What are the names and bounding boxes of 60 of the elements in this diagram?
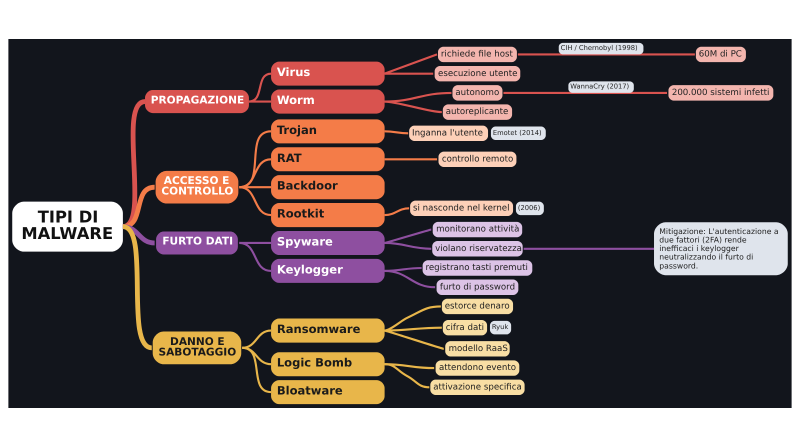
connector xyxy=(122,184,156,229)
node-box: attendono evento xyxy=(436,360,520,376)
connector xyxy=(384,158,438,160)
connector xyxy=(384,100,442,114)
connector xyxy=(122,224,155,246)
node-box: violano riservatezza xyxy=(432,241,523,256)
connector xyxy=(384,305,441,332)
connector xyxy=(242,346,272,394)
connector xyxy=(384,130,408,134)
node-box: 60M di PC xyxy=(696,46,746,62)
node-box: Worm xyxy=(271,90,385,114)
connector xyxy=(239,186,272,216)
connector xyxy=(384,207,410,216)
node-box: controllo remoto xyxy=(438,152,516,167)
node-box: 200.000 sistemi infetti xyxy=(668,85,774,101)
node-box: Virus xyxy=(271,62,385,86)
node-box: Rootkit xyxy=(271,203,385,228)
connector xyxy=(239,158,272,188)
connector xyxy=(384,228,432,244)
node-box: furto di password xyxy=(436,280,518,295)
node-box: Trojan xyxy=(271,119,385,144)
connector xyxy=(503,92,667,94)
connector xyxy=(248,72,272,103)
node-box: Ransomware xyxy=(271,318,385,343)
node-box: attivazione specifica xyxy=(430,380,525,395)
connector xyxy=(242,330,272,349)
connector xyxy=(518,53,695,56)
connector xyxy=(384,330,444,350)
node-box: PROPAGAZIONE xyxy=(145,90,249,114)
node-box: autonomo xyxy=(452,85,502,101)
connector xyxy=(384,363,434,370)
connector xyxy=(384,270,436,288)
connector xyxy=(239,130,272,188)
node-box: Spyware xyxy=(271,230,385,255)
node-box: richiede file host xyxy=(438,46,517,62)
node-box: DANNO E SABOTAGGIO xyxy=(152,332,242,364)
node-box: autoreplicante xyxy=(442,104,512,120)
node-box: Logic Bomb xyxy=(271,352,385,376)
node-box: Keylogger xyxy=(271,258,385,283)
connector xyxy=(248,100,272,103)
connector xyxy=(524,248,654,250)
node-box: FURTO DATI xyxy=(156,231,238,255)
node-box: ACCESSO E CONTROLLO xyxy=(156,170,238,204)
node-box: modello RaaS xyxy=(445,341,510,357)
node-box: Backdoor xyxy=(271,175,385,200)
node-box: Bloatware xyxy=(271,380,385,404)
connector xyxy=(384,326,442,332)
node-box: esecuzione utente xyxy=(434,66,520,82)
connector xyxy=(384,53,438,75)
node-box: monitorano attività xyxy=(432,222,522,238)
node-box: RAT xyxy=(271,147,385,172)
node-box: estorce denaro xyxy=(442,298,514,314)
node-box: registrano tasti premuti xyxy=(422,260,532,276)
connector xyxy=(384,72,434,75)
connector xyxy=(239,242,272,272)
node-box: Mitigazione: L'autenticazione a due fattori (2FA) rende inefficaci i keylogger neutralizzando il furto di password. xyxy=(654,222,788,276)
connector xyxy=(239,186,272,188)
node-box: TIPI DI MALWARE xyxy=(12,202,123,252)
connector xyxy=(384,363,430,388)
connector xyxy=(384,242,432,250)
